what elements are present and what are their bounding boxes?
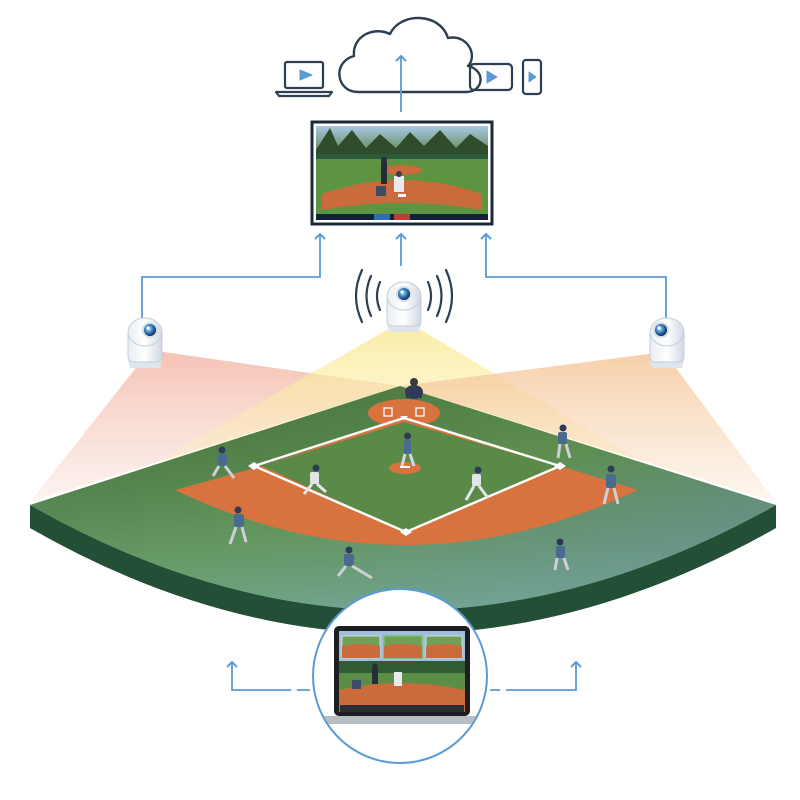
broadcast-video-feed [316,126,488,220]
control-laptop [312,588,488,764]
tablet-play-icon [468,62,514,92]
infield-grass [262,422,558,532]
first-base [554,462,566,470]
player-pitcher [400,432,416,467]
player-fielder-4 [556,424,572,459]
home-plate-area [368,399,440,427]
third-base [248,462,260,470]
player-catcher [405,378,423,399]
player-runner-left [302,464,327,495]
player-fielder-1 [211,446,236,479]
player-fielder-5 [602,465,620,505]
broadcast-screen [310,120,494,226]
player-fielder-3 [336,546,373,580]
baseball-field [30,386,776,634]
multiview-display [339,631,465,712]
phone-play-icon [521,58,543,96]
players [211,378,620,580]
cloud-icon [338,16,482,94]
bottom-connectors [226,660,582,691]
ptz-camera-icon [649,317,685,368]
home-plate [400,416,408,420]
player-runner-right [464,466,490,501]
camera-beam-right [400,352,776,502]
player-fielder-6 [553,538,570,571]
camera-uplinks [141,232,667,318]
ptz-camera-icon [127,317,163,368]
player-fielder-2 [228,506,248,545]
wireless-signal-icon [354,268,454,324]
second-base [400,528,412,536]
ptz-camera-icon [386,281,422,332]
laptop-play-icon [274,60,334,98]
